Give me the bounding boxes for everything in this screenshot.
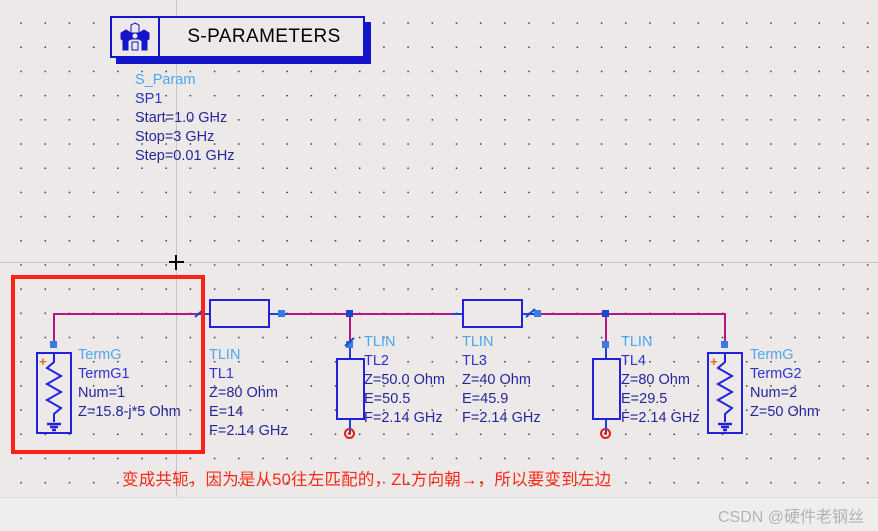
- tl3-name: TL3: [462, 353, 487, 369]
- tl4-ground-terminal: [600, 428, 611, 439]
- wire-tl1-left-pin: [199, 313, 211, 315]
- wire-term1-to-tl1: [53, 313, 201, 315]
- wire-tl1-to-node2: [288, 313, 355, 315]
- tl2-name: TL2: [364, 353, 389, 369]
- tl4-type-label: TLIN: [621, 334, 653, 350]
- term1-impedance: Z=15.8-j*5 Ohm: [78, 404, 181, 420]
- pin-term1-top: [50, 341, 57, 348]
- tl1-electrical-length: E=14: [209, 404, 244, 420]
- term2-resistor-icon: [715, 352, 735, 432]
- term2-plus-sign: +: [710, 354, 718, 369]
- tl2-ground-terminal: [344, 428, 355, 439]
- tl3-symbol[interactable]: [462, 299, 523, 328]
- tl4-frequency: F=2.14 GHz: [621, 410, 700, 426]
- tl2-parameter-list: TLIN TL2 Z=50.0 Ohm E=50.5 F=2.14 GHz: [364, 333, 445, 428]
- sparam-block-shadow-bottom: [116, 58, 371, 64]
- wire-tl3-to-node4: [541, 313, 607, 315]
- tl1-type-label: TLIN: [209, 347, 241, 363]
- wire-node2-to-tl2: [349, 313, 351, 343]
- tl2-symbol[interactable]: [336, 358, 365, 420]
- sparam-type-label: S_Param: [135, 72, 196, 88]
- sparam-stop-freq: Stop=3 GHz: [135, 129, 215, 145]
- wire-node4-to-term2: [605, 313, 726, 315]
- term1-type-label: TermG: [78, 347, 122, 363]
- wire-tl4-top-pin: [605, 343, 607, 359]
- wire-tl3-left-pin: [452, 313, 464, 315]
- sparam-start-freq: Start=1.0 GHz: [135, 110, 228, 126]
- tl1-parameter-list: TLIN TL1 Z=80 Ohm E=14 F=2.14 GHz: [209, 346, 288, 441]
- wire-term1-vertical: [53, 313, 55, 344]
- origin-crosshair-vertical: [175, 255, 177, 270]
- tl2-impedance: Z=50.0 Ohm: [364, 372, 445, 388]
- node-tl2-junction: [346, 310, 353, 317]
- tl3-parameter-list: TLIN TL3 Z=40 Ohm E=45.9 F=2.14 GHz: [462, 333, 541, 428]
- tl1-frequency: F=2.14 GHz: [209, 423, 288, 439]
- axis-line-vertical: [176, 0, 177, 497]
- tl4-parameter-list: TLIN TL4 Z=80 Ohm E=29.5 F=2.14 GHz: [621, 333, 700, 428]
- term2-name: TermG2: [750, 366, 802, 382]
- axis-line-horizontal: [0, 262, 878, 263]
- wire-node4-to-tl4: [605, 313, 607, 343]
- wire-node2-to-tl3: [349, 313, 459, 315]
- tl1-impedance: Z=80 Ohm: [209, 385, 278, 401]
- sparam-title: S-PARAMETERS: [187, 26, 341, 47]
- s-parameters-gear-icon: [112, 18, 160, 56]
- sparam-instance-name: SP1: [135, 91, 163, 107]
- pin-tl4-top: [602, 341, 609, 348]
- tl3-frequency: F=2.14 GHz: [462, 410, 541, 426]
- watermark-bar: [0, 497, 878, 531]
- tl4-electrical-length: E=29.5: [621, 391, 668, 407]
- sparam-block-shadow-right: [365, 22, 371, 64]
- annotation-text: 变成共轭，因为是从50往左匹配的，ZL方向朝→，所以要变到左边: [122, 471, 612, 489]
- pin-tl2-top: [346, 341, 353, 348]
- connector-tick-tl2-top: [344, 337, 355, 347]
- wire-term2-vertical: [724, 313, 726, 344]
- term1-resistor-icon: [44, 352, 64, 432]
- wire-tl3-right-pin: [521, 313, 543, 315]
- tl4-impedance: Z=80 Ohm: [621, 372, 690, 388]
- tl2-electrical-length: E=50.5: [364, 391, 411, 407]
- tl3-impedance: Z=40 Ohm: [462, 372, 531, 388]
- pin-term2-top: [721, 341, 728, 348]
- connector-tick-tl3-right: [525, 308, 536, 318]
- sparam-parameter-list: S_Param SP1 Start=1.0 GHz Stop=3 GHz Ste…: [135, 71, 235, 166]
- term1-name: TermG1: [78, 366, 130, 382]
- tl3-electrical-length: E=45.9: [462, 391, 509, 407]
- wire-tl4-to-ground: [605, 420, 607, 433]
- term2-type-label: TermG: [750, 347, 794, 363]
- tl2-type-label: TLIN: [364, 334, 396, 350]
- sparam-block[interactable]: [110, 16, 365, 58]
- watermark-text: CSDN @硬件老钢丝: [717, 509, 864, 526]
- term1-num: Num=1: [78, 385, 126, 401]
- tl1-symbol[interactable]: [209, 299, 270, 328]
- term1-parameter-list: TermG TermG1 Num=1 Z=15.8-j*5 Ohm: [78, 346, 181, 422]
- tl2-frequency: F=2.14 GHz: [364, 410, 443, 426]
- wire-tl2-to-ground: [349, 420, 351, 433]
- tl1-name: TL1: [209, 366, 234, 382]
- pin-tl3-right: [534, 310, 541, 317]
- tl3-type-label: TLIN: [462, 334, 494, 350]
- term2-num: Num=2: [750, 385, 798, 401]
- tl4-name: TL4: [621, 353, 646, 369]
- pin-tl1-right: [278, 310, 285, 317]
- selection-rectangle[interactable]: [11, 275, 205, 454]
- wire-tl2-top-pin: [349, 343, 351, 359]
- tl4-symbol[interactable]: [592, 358, 621, 420]
- sparam-step-freq: Step=0.01 GHz: [135, 148, 235, 164]
- term2-parameter-list: TermG TermG2 Num=2 Z=50 Ohm: [750, 346, 819, 422]
- term2-impedance: Z=50 Ohm: [750, 404, 819, 420]
- node-tl4-junction: [602, 310, 609, 317]
- term1-plus-sign: +: [39, 354, 47, 369]
